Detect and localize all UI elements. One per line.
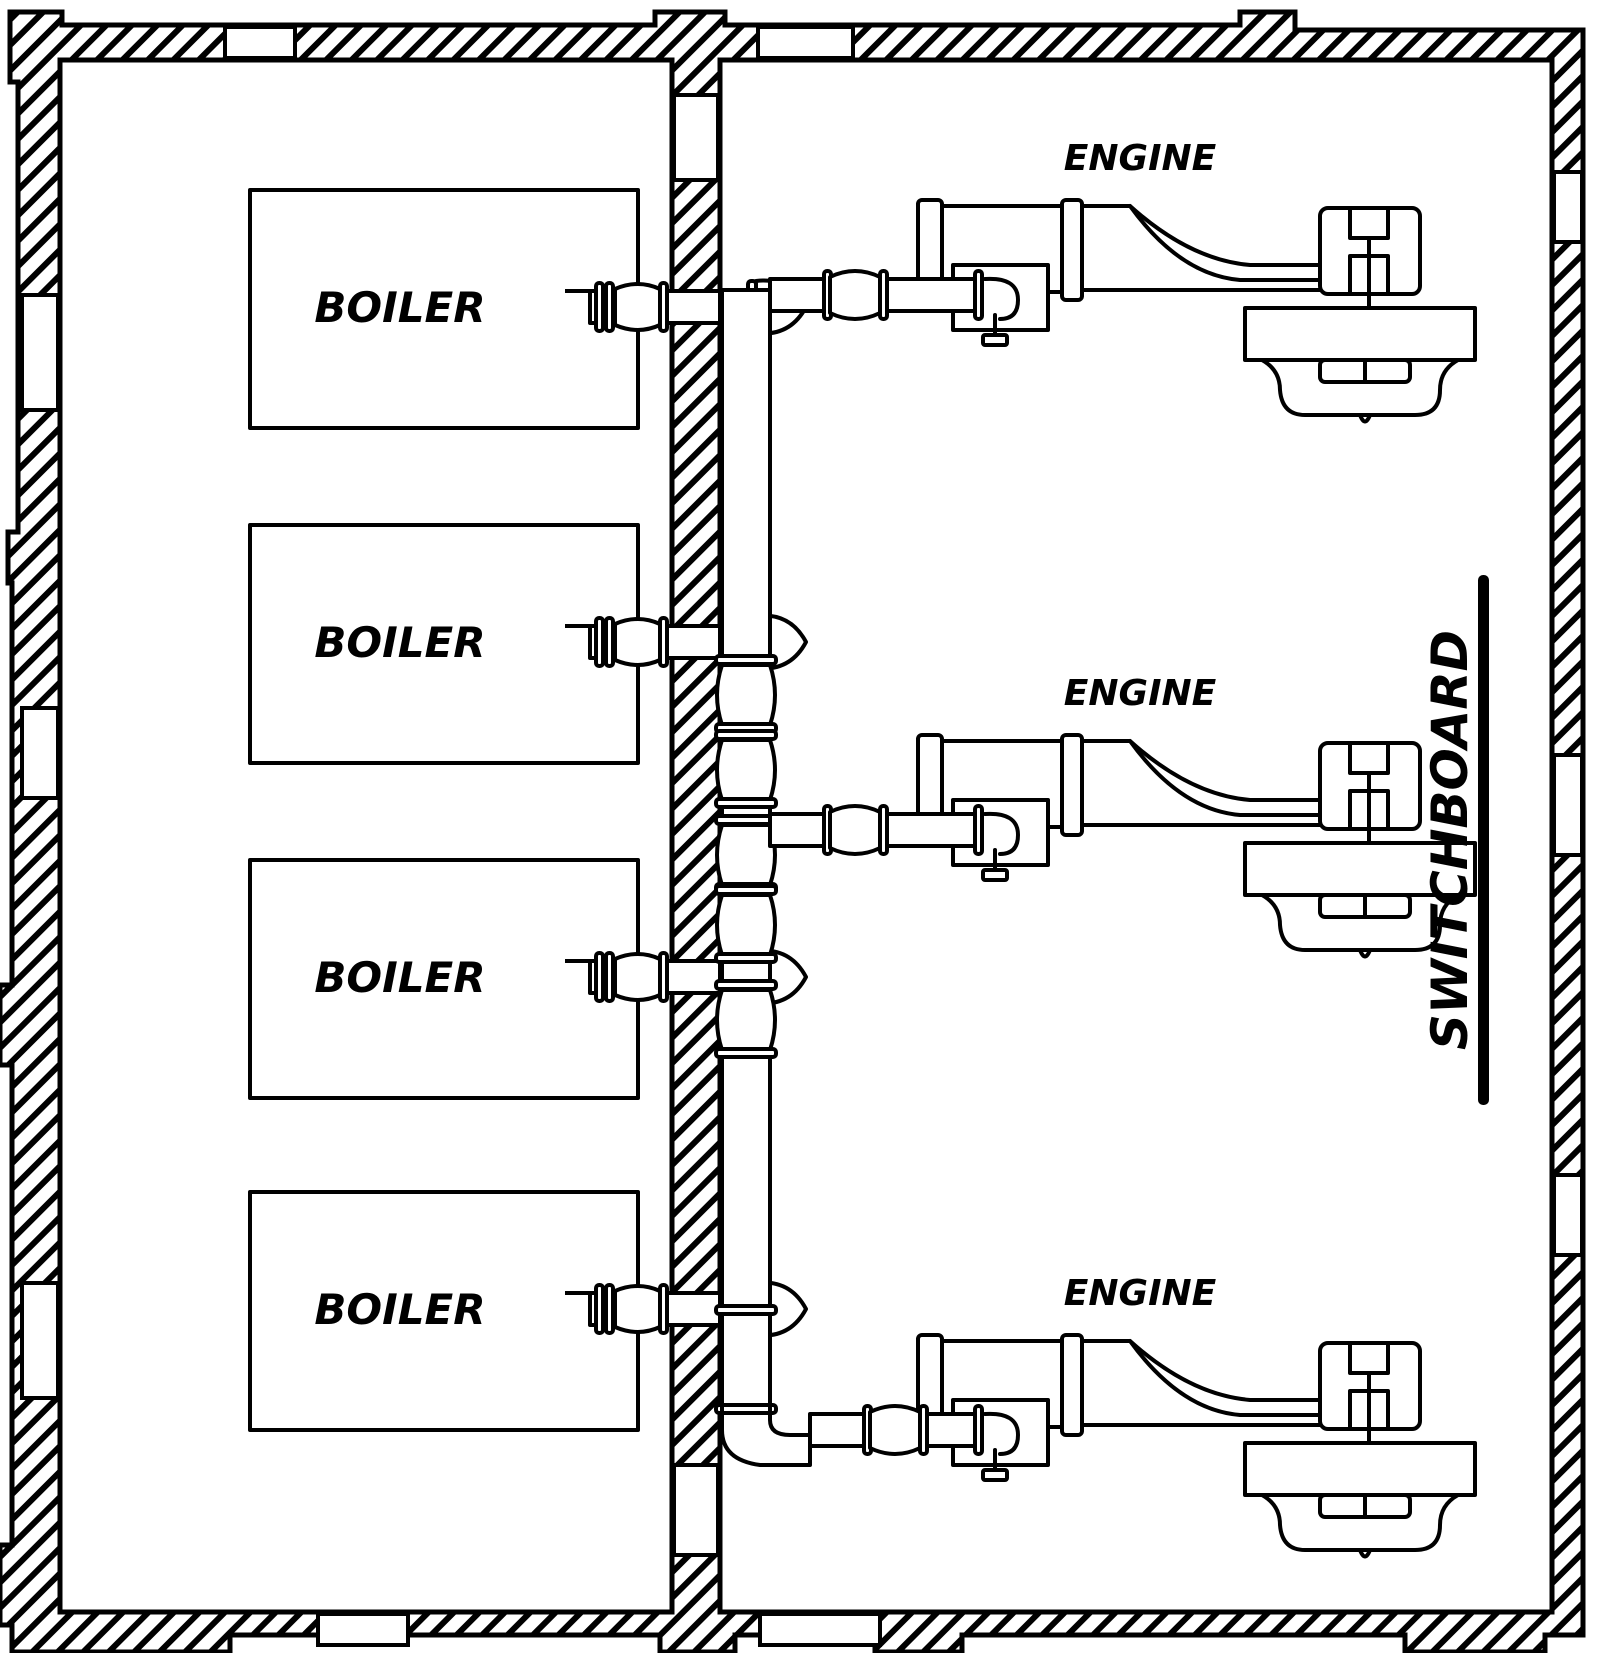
header-valve bbox=[714, 729, 778, 809]
window-left-1 bbox=[20, 293, 60, 412]
window-left-3 bbox=[20, 1281, 60, 1400]
throttle-handwheel bbox=[981, 1468, 1009, 1482]
engine: ENGINE bbox=[808, 1273, 1477, 1559]
cylinder-flange bbox=[1060, 198, 1084, 302]
header-valve bbox=[714, 654, 778, 734]
boiler-body bbox=[248, 523, 640, 765]
cylinder-flange bbox=[1060, 733, 1084, 837]
door-partition-1 bbox=[672, 93, 720, 182]
cylinder-flange bbox=[1060, 1333, 1084, 1437]
boiler-label: BOILER bbox=[314, 953, 485, 1002]
window-left-2 bbox=[20, 706, 60, 800]
engine-label: ENGINE bbox=[1064, 138, 1217, 179]
window-top-left bbox=[223, 25, 297, 60]
engine-label: ENGINE bbox=[1064, 1273, 1217, 1314]
switchboard-panel bbox=[1478, 575, 1489, 1105]
boiler-label: BOILER bbox=[314, 1285, 485, 1334]
window-right-3 bbox=[1552, 1173, 1584, 1257]
engine: ENGINE bbox=[768, 138, 1477, 424]
header-valve bbox=[714, 884, 778, 964]
engine-label: ENGINE bbox=[1064, 673, 1217, 714]
header-pipe-lower bbox=[720, 1312, 772, 1411]
boilers: BOILER BOILER BOILER BOILER bbox=[248, 188, 808, 1432]
window-top-right bbox=[756, 25, 855, 60]
boiler-body bbox=[248, 188, 640, 430]
throttle-handwheel bbox=[981, 868, 1009, 882]
boiler-label: BOILER bbox=[314, 283, 485, 332]
generator bbox=[1243, 1441, 1477, 1497]
header-elbow bbox=[720, 1403, 812, 1467]
header-fittings bbox=[714, 654, 778, 1415]
switchboard-label: SWITCHBOARD bbox=[1421, 630, 1479, 1050]
boiler: BOILER bbox=[248, 1190, 808, 1432]
window-right-2 bbox=[1552, 753, 1584, 857]
window-bottom-left bbox=[316, 1612, 410, 1647]
generator bbox=[1243, 306, 1477, 362]
engines: ENGINE ENGINE ENGINE bbox=[768, 138, 1477, 1559]
boiler-body bbox=[248, 858, 640, 1100]
door-partition-2 bbox=[672, 1463, 720, 1557]
steam-header bbox=[714, 288, 812, 1467]
window-bottom-right bbox=[758, 1612, 882, 1647]
header-valve bbox=[714, 979, 778, 1059]
engine: ENGINE bbox=[768, 673, 1477, 959]
engine-frame bbox=[1080, 1339, 1332, 1427]
switchboard: SWITCHBOARD bbox=[1421, 575, 1489, 1105]
building-walls bbox=[0, 9, 1586, 1653]
header-flange bbox=[714, 1403, 778, 1415]
throttle-handwheel bbox=[981, 333, 1009, 347]
boiler-label: BOILER bbox=[314, 618, 485, 667]
header-valve bbox=[714, 814, 778, 894]
window-right-1 bbox=[1552, 170, 1584, 244]
engine-frame bbox=[1080, 739, 1332, 827]
engine-frame bbox=[1080, 204, 1332, 292]
